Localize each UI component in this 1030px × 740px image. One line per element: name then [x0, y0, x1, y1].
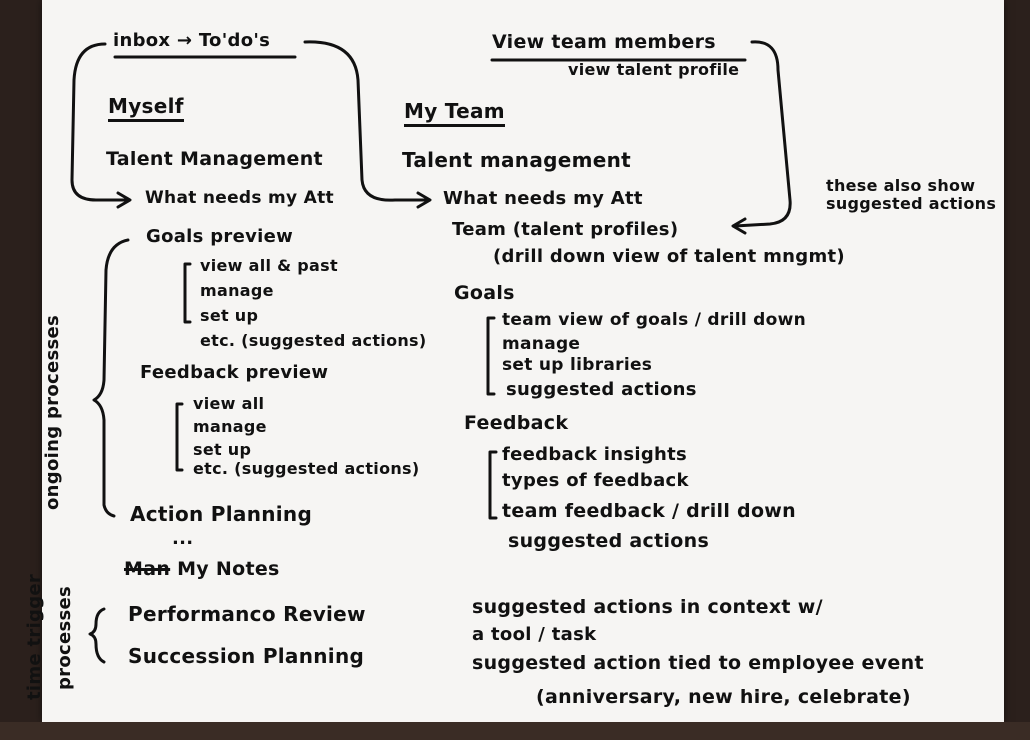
team-profile-arrow: [733, 40, 792, 228]
goals-bracket: [183, 262, 192, 324]
drill-down-view: (drill down view of talent mngmt): [493, 246, 845, 267]
myself-loop-arrowhead: [116, 191, 132, 209]
team-talent-profiles: Team (talent profiles): [452, 219, 679, 240]
ongoing-bracket: [92, 238, 130, 518]
inbox-todo-flow: inbox → To'do's: [113, 30, 271, 51]
view-team-members: View team members: [492, 31, 716, 53]
team-feedback-item: feedback insights: [502, 444, 688, 465]
team-goals-item: suggested actions: [506, 379, 697, 400]
team-goals-item: set up libraries: [502, 355, 653, 375]
time-trigger-bracket: [88, 607, 106, 664]
myself-talent-management: Talent Management: [106, 148, 323, 170]
team-loop-arrowhead: [416, 191, 432, 209]
succession-planning: Succession Planning: [128, 644, 365, 668]
feedback-preview: Feedback preview: [140, 362, 329, 383]
time-trigger-processes-label: processes: [54, 585, 75, 690]
note-line-1: these also show: [826, 176, 976, 195]
note-line-2: suggested actions: [826, 194, 997, 213]
team-feedback-bracket: [488, 450, 498, 520]
myself-loop-arrow: [70, 42, 130, 202]
team-profile-arrowhead: [731, 217, 747, 235]
my-notes-label: My Notes: [177, 558, 280, 580]
my-notes-struck: Man: [124, 558, 171, 580]
myself-what-needs-attention: What needs my Att: [145, 188, 334, 208]
event-line-2: (anniversary, new hire, celebrate): [536, 686, 911, 708]
ongoing-processes-label: ongoing processes: [42, 314, 63, 510]
team-feedback: Feedback: [464, 412, 569, 434]
team-feedback-item: types of feedback: [502, 470, 689, 491]
context-line-2: a tool / task: [472, 624, 597, 645]
goals-item: etc. (suggested actions): [200, 331, 427, 350]
feedback-item: manage: [193, 417, 267, 436]
goals-item: manage: [200, 281, 274, 300]
context-line-1: suggested actions in context w/: [472, 596, 823, 618]
ellipsis: ...: [172, 528, 194, 549]
team-feedback-item: team feedback / drill down: [502, 500, 796, 522]
goals-item: view all & past: [200, 256, 338, 275]
team-feedback-suggested: suggested actions: [508, 530, 710, 552]
team-goals: Goals: [454, 282, 515, 304]
feedback-item: set up: [193, 440, 252, 459]
myself-heading: Myself: [108, 96, 184, 122]
my-notes: Man My Notes: [124, 560, 280, 579]
team-what-needs-attention: What needs my Att: [443, 188, 643, 209]
paper-sheet: [42, 0, 1004, 722]
team-goals-item: manage: [502, 334, 581, 354]
team-goals-bracket: [486, 316, 496, 396]
desk-surface: [0, 722, 1030, 740]
team-talent-management: Talent management: [402, 148, 631, 172]
goals-preview: Goals preview: [146, 226, 294, 247]
feedback-item: view all: [193, 394, 265, 413]
performance-review: Performanco Review: [128, 602, 366, 626]
goals-item: set up: [200, 306, 259, 325]
my-team-heading: My Team: [404, 101, 505, 127]
event-line-1: suggested action tied to employee event: [472, 652, 924, 674]
team-loop-arrow: [303, 40, 430, 202]
view-talent-profile: view talent profile: [568, 60, 740, 79]
action-planning: Action Planning: [130, 502, 313, 526]
team-goals-item: team view of goals / drill down: [502, 310, 807, 330]
feedback-item: etc. (suggested actions): [193, 459, 420, 478]
time-trigger-label: time trigger: [24, 573, 45, 700]
feedback-bracket: [175, 402, 184, 472]
